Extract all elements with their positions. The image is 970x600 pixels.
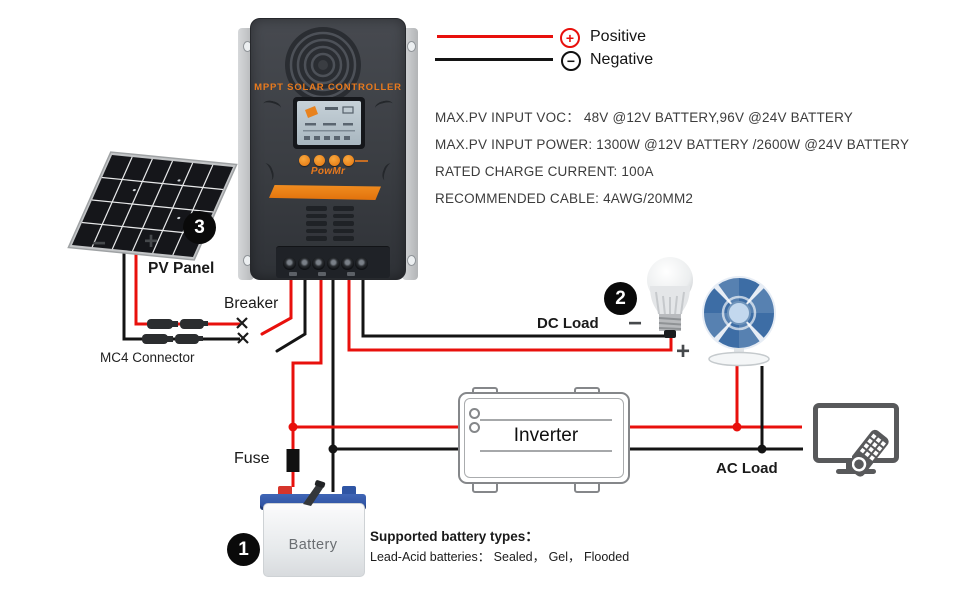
junction-dots [288, 422, 767, 454]
pv-terminal-icon [289, 272, 297, 276]
terminal-screw [326, 256, 340, 270]
breaker-blade-negative [275, 272, 307, 353]
inverter: Inverter [458, 387, 630, 493]
decor-line [260, 161, 276, 183]
battery-negative-post [342, 486, 356, 496]
legend-positive-label: Positive [590, 28, 647, 45]
vent-slot [333, 236, 354, 241]
spec-list: MAX.PV INPUT VOC： 48V @12V BATTERY,96V @… [435, 104, 909, 212]
button-caption-mark [355, 160, 368, 162]
lcd-display [293, 97, 365, 149]
dc-plus-sign: + [676, 338, 691, 365]
inverter-inner-outline [464, 398, 624, 478]
terminal-screw [354, 256, 368, 270]
terminal-screw [282, 256, 296, 270]
tv-icon [813, 403, 899, 463]
inverter-panel-line [480, 419, 612, 421]
screw-hole [406, 40, 416, 52]
inverter-led [469, 422, 480, 433]
vent-slot [333, 213, 354, 218]
battery-positive-post [278, 486, 292, 496]
breaker-blade-positive [260, 272, 293, 336]
battery-terminal-icon [318, 272, 326, 276]
battery-types-title: Supported battery types： [370, 529, 539, 544]
mppt-controller: MPPT SOLAR CONTROLLER [238, 18, 418, 282]
vent-slot [306, 213, 327, 218]
battery-label: Battery [288, 537, 338, 553]
legend-negative-label: Negative [590, 51, 654, 68]
ac-load-label: AC Load [716, 460, 778, 477]
vent-slot [333, 206, 354, 211]
mount-bracket-right [402, 28, 418, 280]
battery-handle [303, 480, 326, 506]
spec-line: RECOMMENDED CABLE: 4AWG/20MM2 [435, 191, 694, 206]
fan-grille-icon [285, 27, 361, 103]
inverter-face: Inverter [458, 392, 630, 484]
battery-types-detail: Lead-Acid batteries： Sealed， Gel， Floode… [370, 550, 630, 564]
controller-body: MPPT SOLAR CONTROLLER [250, 18, 406, 280]
screw-hole [406, 254, 416, 266]
terminal-screw [297, 256, 311, 270]
brand-logo: PowMr [310, 166, 346, 177]
remote-control-icon [852, 429, 889, 477]
legend-positive-line [437, 35, 553, 38]
breaker-label: Breaker [224, 295, 279, 312]
step-badge-pv: 3 [183, 211, 216, 244]
spec-line: MAX.PV INPUT POWER: 1300W @12V BATTERY /… [435, 137, 910, 152]
load-terminal-icon [347, 272, 355, 276]
vent-slot [306, 228, 327, 233]
decor-line [374, 98, 394, 114]
dc-fan [702, 276, 776, 367]
spec-line: RATED CHARGE CURRENT: 100A [435, 164, 654, 179]
pv-plus-sign: + [144, 228, 159, 255]
battery-body [263, 503, 365, 577]
solar-panel [60, 140, 250, 280]
negative-symbol: − [566, 53, 576, 69]
lcd-content [303, 106, 355, 140]
fuse-label: Fuse [234, 450, 270, 467]
terminal-block [276, 246, 390, 278]
controller-title: MPPT SOLAR CONTROLLER [254, 82, 402, 93]
controller-button[interactable] [298, 155, 310, 166]
vent-slot [306, 206, 327, 211]
terminal-screw [311, 256, 325, 270]
spec-line: MAX.PV INPUT VOC： 48V @12V BATTERY,96V @… [435, 110, 854, 125]
dc-load-label: DC Load [537, 315, 599, 332]
inverter-led [469, 408, 480, 419]
mc4-connector-icons [142, 319, 208, 344]
vent-slot [306, 236, 327, 241]
fuse-icon [286, 449, 300, 472]
pv-panel-label: PV Panel [148, 260, 215, 277]
breaker-contact-icons [236, 317, 249, 344]
dc-load-negative-wire [361, 274, 668, 338]
pv-minus-sign: − [92, 230, 107, 257]
inverter-label: Inverter [513, 425, 579, 446]
inverter-panel-line [480, 450, 612, 452]
controller-button[interactable] [342, 155, 354, 166]
controller-button[interactable] [328, 155, 340, 166]
mc4-connector-label: MC4 Connector [100, 350, 195, 365]
led-bulb [647, 257, 693, 338]
step-badge-dc-load: 2 [604, 282, 637, 315]
negative-icon: − [561, 51, 581, 71]
positive-icon: + [560, 28, 580, 48]
step-badge-battery: 1 [227, 533, 260, 566]
controller-button[interactable] [313, 155, 325, 166]
terminal-screw [340, 256, 354, 270]
decor-line [262, 98, 282, 114]
vent-slot [306, 221, 327, 226]
dc-load-positive-wire [347, 274, 673, 352]
vent-slot [333, 228, 354, 233]
legend-negative-line [435, 58, 553, 61]
orange-trim-band [269, 185, 381, 200]
dc-minus-sign: − [628, 310, 643, 337]
decor-line [380, 161, 396, 183]
positive-symbol: + [565, 30, 575, 46]
vent-slot [333, 221, 354, 226]
